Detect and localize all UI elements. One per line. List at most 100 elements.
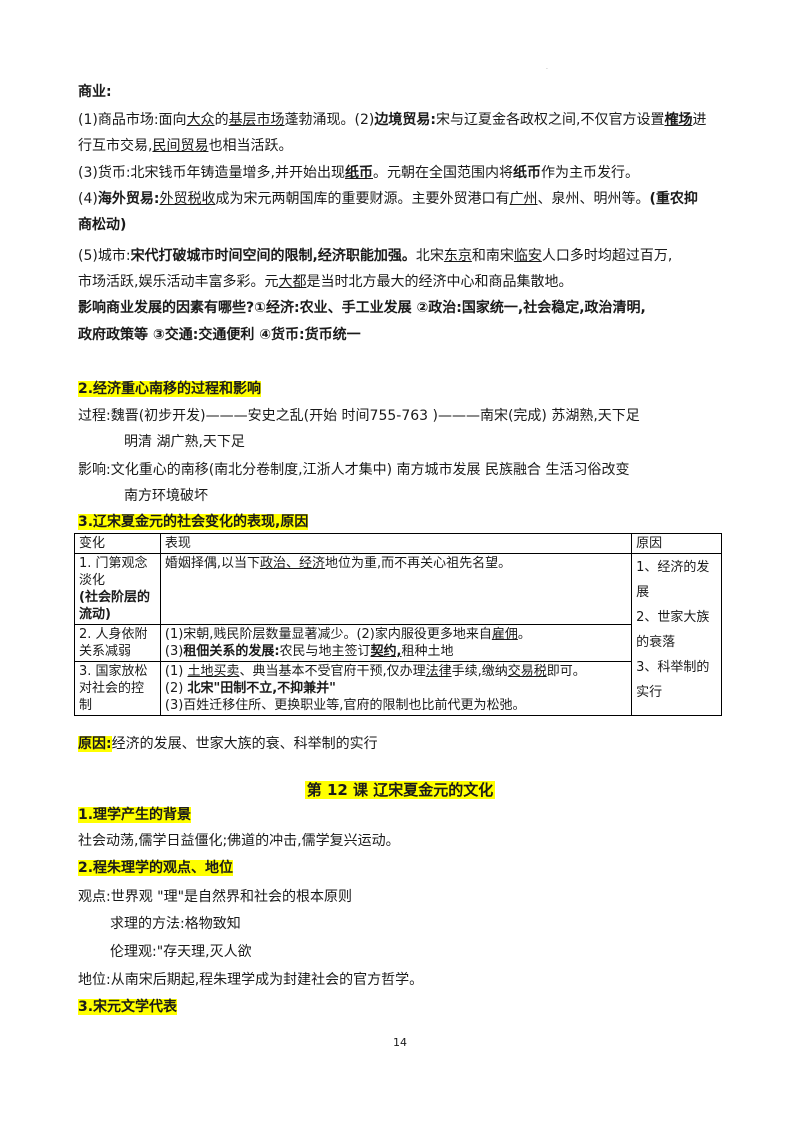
- text-run: 临安: [513, 248, 542, 264]
- commerce-factors-line: 影响商业发展的因素有哪些?①经济:农业、手工业发展 ②政治:国家统一,社会稳定,…: [78, 300, 646, 316]
- text-run: (4): [78, 191, 98, 207]
- lesson-s2-view: 观点:世界观 "理"是自然界和社会的根本原则: [78, 889, 353, 905]
- text-run: 纸币: [513, 165, 541, 181]
- text-run: 外贸税收: [159, 191, 216, 207]
- table-cell: (1)宋朝,贱民阶层数量显著减少。(2)家内服役更多地来自雇佣。 (3)租佃关系…: [159, 624, 633, 662]
- commerce-city-line: (5)城市:宋代打破城市时间空间的限制,经济职能加强。北宋东京和南宋临安人口多时…: [78, 247, 730, 265]
- text-run: 大都: [278, 274, 307, 290]
- lesson-s2-heading: 2.程朱理学的观点、地位: [78, 859, 730, 877]
- table-header-row: 变化 表现 原因: [74, 533, 722, 554]
- text-run: (重农抑: [649, 191, 698, 207]
- section2-impact: 影响:文化重心的南移(南北分卷制度,江浙人才集中) 南方城市发展 民族融合 生活…: [78, 462, 630, 478]
- cell-text: (社会阶层的流动): [79, 590, 150, 622]
- table-header-cell: 表现: [159, 533, 633, 554]
- cause-label: 原因:: [78, 736, 112, 752]
- stray-mark: ·: [546, 66, 548, 73]
- section2-impact-2: 南方环境破坏: [124, 488, 208, 504]
- text-run: (1): [164, 664, 188, 679]
- commerce-overseas-line: (4)海外贸易:外贸税收成为宋元两朝国库的重要财源。主要外贸港口有广州、泉州、明…: [78, 190, 730, 208]
- text-run: 雇佣: [491, 627, 518, 642]
- text-run: 的: [214, 112, 229, 128]
- text-run: 东京: [443, 248, 472, 264]
- social-change-table: 变化 表现 原因 1. 门第观念淡化 (社会阶层的流动) 婚姻择偶,以当下政治、…: [74, 533, 722, 716]
- text-run: 宋代打破城市时间空间的限制,经济职能加强。: [130, 248, 416, 264]
- text-run: 政治、经济: [260, 556, 326, 571]
- table-cell: (1) 土地买卖、典当基本不受官府干预,仅办理法律手续,缴纳交易税即可。 (2)…: [159, 661, 633, 716]
- text-run: 法律: [425, 664, 452, 679]
- text-run: 北宋"田制不立,不抑兼并": [187, 681, 336, 696]
- text-run: 北宋: [415, 248, 444, 264]
- cell-text: (3)百姓迁移住所、更换职业等,官府的限制也比前代更为松弛。: [164, 698, 526, 713]
- text-run: 大众: [186, 112, 215, 128]
- text-run: 民间贸易: [152, 138, 209, 154]
- text-run: 农民与地主签订: [279, 644, 371, 659]
- text-run: 契约,: [370, 644, 402, 659]
- table-cell: 2. 人身依附关系减弱: [74, 624, 161, 662]
- text-run: 宋与辽夏金各政权之间,不仅官方设置: [436, 112, 665, 128]
- cell-text: 3、科举制的实行: [636, 660, 710, 700]
- table-cell: 婚姻择偶,以当下政治、经济地位为重,而不再关心祖先名望。: [159, 553, 633, 625]
- text-run: (3)货币:北宋钱币年铸造量增多,并开始出现: [78, 165, 345, 181]
- lesson-s2-ethics: 伦理观:"存天理,灭人欲: [110, 944, 252, 960]
- text-run: 行互市交易,: [78, 138, 153, 154]
- text-run: (2): [164, 681, 188, 696]
- cause-text: 经济的发展、世家大族的衰、科举制的实行: [111, 736, 378, 752]
- cell-text: 1. 门第观念淡化: [79, 556, 148, 588]
- text-run: 纸币: [345, 165, 373, 181]
- section-title: 1.理学产生的背景: [78, 807, 192, 823]
- section3-heading: 3.辽宋夏金元的社会变化的表现,原因: [78, 513, 730, 531]
- text-run: 手续,缴纳: [451, 664, 508, 679]
- section2-process-2: 明清 湖广熟,天下足: [124, 434, 245, 450]
- text-run: 榷场: [664, 112, 693, 128]
- table-row: 3. 国家放松对社会的控制 (1) 土地买卖、典当基本不受官府干预,仅办理法律手…: [74, 661, 722, 716]
- lesson-s3-heading: 3.宋元文学代表: [78, 998, 730, 1016]
- section-title: 3.辽宋夏金元的社会变化的表现,原因: [78, 514, 309, 530]
- lesson-title: 第 12 课 辽宋夏金元的文化: [0, 779, 800, 800]
- section3-cause: 原因:经济的发展、世家大族的衰、科举制的实行: [78, 735, 730, 753]
- commerce-currency-line: (3)货币:北宋钱币年铸造量增多,并开始出现纸币。元朝在全国范围内将纸币作为主币…: [78, 164, 730, 182]
- lesson-s2-status: 地位:从南宋后期起,程朱理学成为封建社会的官方哲学。: [78, 972, 424, 988]
- text-run: 进: [692, 112, 707, 128]
- text-run: 也相当活跃。: [208, 138, 293, 154]
- lesson-s1-text: 社会动荡,儒学日益僵化;佛道的冲击,儒学复兴运动。: [78, 833, 400, 849]
- section-title: 2.经济重心南移的过程和影响: [78, 381, 262, 397]
- table-cell: 3. 国家放松对社会的控制: [74, 661, 161, 716]
- text-run: 。元朝在全国范围内将: [373, 165, 513, 181]
- text-run: 土地买卖: [187, 664, 240, 679]
- text-run: 海外贸易:: [97, 191, 160, 207]
- text-run: 成为宋元两朝国库的重要财源。主要外贸港口有: [215, 191, 510, 207]
- table-cell: 1. 门第观念淡化 (社会阶层的流动): [74, 553, 161, 625]
- text-run: (5)城市:: [78, 248, 131, 264]
- text-run: (1)宋朝,贱民阶层数量显著减少。(2)家内服役更多地来自: [164, 627, 492, 642]
- lesson-s1-heading: 1.理学产生的背景: [78, 806, 730, 824]
- text-run: 交易税: [507, 664, 547, 679]
- text-run: 租种土地: [401, 644, 454, 659]
- commerce-market-line: (1)商品市场:面向大众的基层市场蓬勃涌现。(2)边境贸易:宋与辽夏金各政权之间…: [78, 111, 730, 129]
- text-run: 蓬勃涌现。(2): [284, 112, 375, 128]
- table-header-cell: 原因: [631, 533, 722, 554]
- text-run: 边境贸易:: [374, 112, 437, 128]
- text-run: (1)商品市场:面向: [78, 112, 187, 128]
- section2-process: 过程:魏晋(初步开发)———安史之乱(开始 时间755-763 )———南宋(完…: [78, 408, 640, 424]
- text-run: 市场活跃,娱乐活动丰富多彩。元: [78, 274, 279, 290]
- text-run: 。: [517, 627, 531, 642]
- lesson-title-text: 第 12 课 辽宋夏金元的文化: [304, 781, 496, 799]
- text-run: 人口多时均超过百万,: [541, 248, 673, 264]
- text-run: 即可。: [546, 664, 586, 679]
- text-run: 广州: [509, 191, 538, 207]
- table-row: 1. 门第观念淡化 (社会阶层的流动) 婚姻择偶,以当下政治、经济地位为重,而不…: [74, 553, 722, 716]
- lesson-s2-method: 求理的方法:格物致知: [110, 916, 241, 932]
- commerce-market-line-2: 行互市交易,民间贸易也相当活跃。: [78, 137, 730, 155]
- commerce-overseas-line-2: 商松动): [78, 217, 127, 233]
- cell-text: 2、世家大族的衰落: [636, 610, 710, 650]
- section2-heading: 2.经济重心南移的过程和影响: [78, 380, 730, 398]
- text-run: 婚姻择偶,以当下: [164, 556, 261, 571]
- table-header-cell: 变化: [74, 533, 161, 554]
- text-run: 是当时北方最大的经济中心和商品集散地。: [306, 274, 573, 290]
- commerce-title: 商业:: [78, 84, 112, 100]
- section-title: 2.程朱理学的观点、地位: [78, 860, 234, 876]
- text-run: 地位为重,而不再关心祖先名望。: [325, 556, 512, 571]
- section-title: 3.宋元文学代表: [78, 999, 178, 1015]
- commerce-city-line-2: 市场活跃,娱乐活动丰富多彩。元大都是当时北方最大的经济中心和商品集散地。: [78, 273, 730, 291]
